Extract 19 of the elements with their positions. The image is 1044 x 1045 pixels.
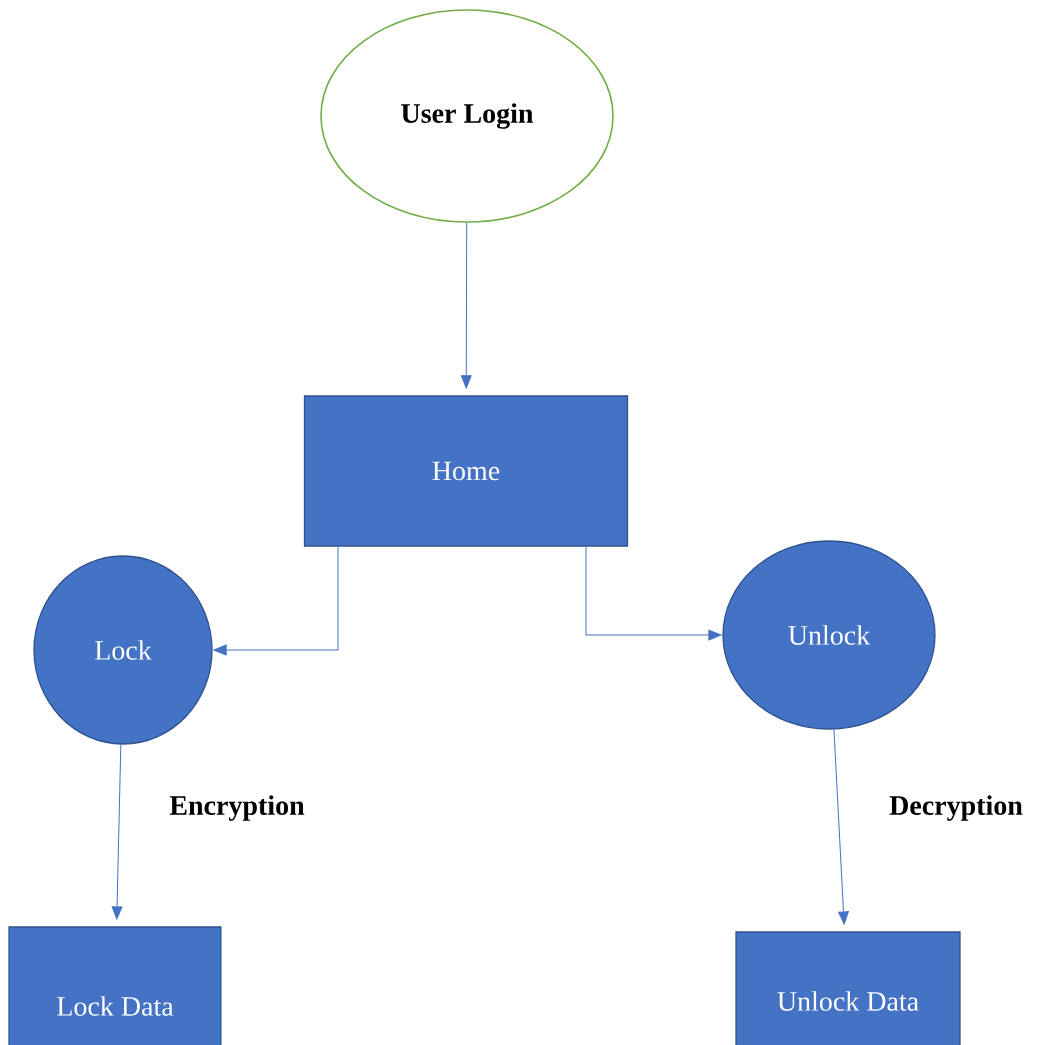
arrow bbox=[213, 546, 339, 656]
data-box bbox=[735, 931, 961, 1045]
arrow bbox=[833, 729, 849, 925]
node-text: Lock Data bbox=[57, 996, 174, 1016]
start-ellipse bbox=[320, 9, 614, 223]
node-text: Unlock bbox=[788, 625, 871, 645]
arrow bbox=[111, 744, 123, 920]
process-circle bbox=[33, 555, 213, 745]
edge-label: Encryption bbox=[168, 794, 306, 822]
node-text: User Login bbox=[401, 103, 534, 129]
node-text: Unlock Data bbox=[777, 991, 919, 1011]
node-text: Home bbox=[432, 461, 500, 481]
process-box bbox=[303, 395, 629, 547]
arrow bbox=[460, 222, 472, 389]
edge-label: Decryption bbox=[888, 794, 1024, 822]
arrow bbox=[585, 546, 722, 641]
process-circle bbox=[722, 540, 936, 730]
node-text: Lock bbox=[95, 640, 152, 660]
data-box bbox=[8, 926, 222, 1045]
